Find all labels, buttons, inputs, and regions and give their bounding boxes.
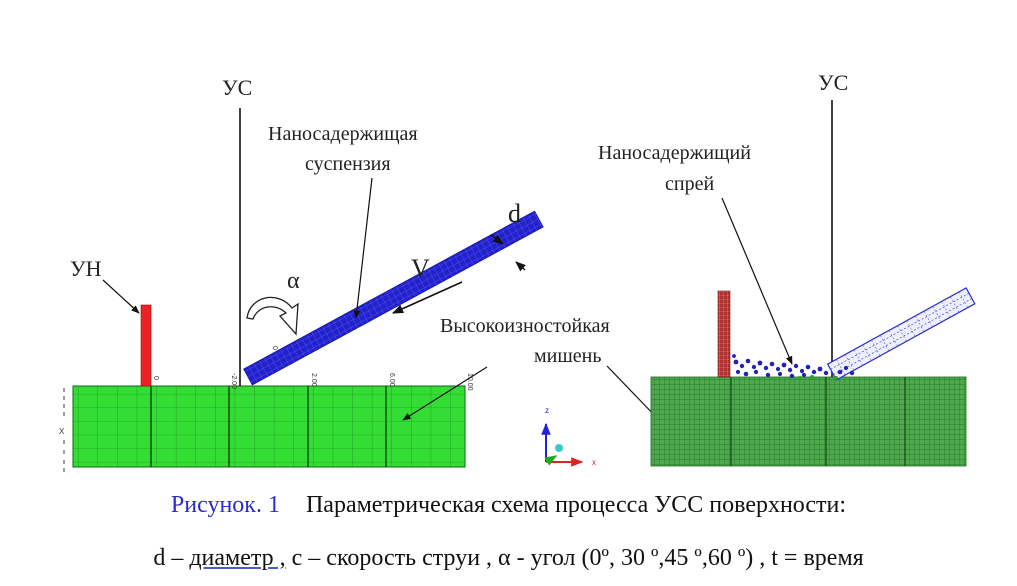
ruler-tick-label: 0 bbox=[271, 346, 278, 350]
rotation-arrow-icon bbox=[246, 296, 299, 336]
caption-parameters: с – скорость струи , α - угол (0º, 30 º,… bbox=[285, 545, 864, 571]
triad-y-axis bbox=[544, 455, 558, 466]
spray-green-particles bbox=[798, 375, 838, 380]
left-ruler: 0 -2.00 0 2.00 6.00 10.00 bbox=[152, 346, 473, 391]
un-pointer bbox=[102, 279, 140, 314]
parametric-scheme-diagram: 0 -2.00 0 2.00 6.00 10.00 X УС УН V d bbox=[59, 70, 976, 472]
ruler-tick-label: 6.00 bbox=[388, 373, 395, 387]
ruler-tick-label: -2.00 bbox=[230, 373, 237, 389]
left-target-thick-lines bbox=[150, 386, 387, 467]
spray-pointer bbox=[721, 197, 793, 365]
ruler-tick-label: 10.00 bbox=[466, 373, 473, 391]
spray-label-line1: Наносадержищий bbox=[598, 142, 751, 164]
left-us-label: УС bbox=[222, 75, 252, 100]
suspension-label-line1: Наносадержищая bbox=[268, 123, 418, 145]
un-label: УН bbox=[70, 256, 102, 281]
triad-z-label: z bbox=[545, 406, 549, 415]
nozzle-bar bbox=[140, 304, 152, 387]
triad-origin-dot bbox=[555, 444, 563, 452]
caption-d-prefix: d – bbox=[153, 545, 190, 571]
left-target-grid bbox=[73, 386, 465, 467]
coordinate-triad: z x bbox=[541, 406, 596, 467]
right-nozzle-column bbox=[717, 290, 731, 378]
alpha-label: α bbox=[287, 268, 300, 294]
right-target-thick-lines bbox=[730, 377, 906, 466]
left-panel: 0 -2.00 0 2.00 6.00 10.00 X УС УН V d bbox=[59, 75, 661, 472]
diameter-arrow-bottom bbox=[515, 261, 526, 272]
spray-label-line2: спрей bbox=[665, 173, 714, 195]
suspension-label-line2: суспензия bbox=[305, 153, 391, 175]
figure-caption-line2: d – диаметр , с – скорость струи , α - у… bbox=[0, 545, 1017, 572]
target-pointer-left bbox=[402, 366, 488, 421]
diameter-arrow-top bbox=[490, 234, 504, 245]
suspension-jet bbox=[243, 210, 544, 386]
ruler-tick-label: 2.00 bbox=[310, 373, 317, 387]
suspension-pointer bbox=[353, 177, 373, 319]
target-label-line1: Высокоизностойкая bbox=[440, 315, 610, 337]
figure-caption-line1: Рисунок. 1 Параметрическая схема процесса… bbox=[0, 492, 1017, 519]
velocity-arrow bbox=[391, 281, 463, 314]
target-label-line2: мишень bbox=[534, 345, 601, 367]
velocity-label: V bbox=[411, 254, 430, 283]
right-us-label: УС bbox=[818, 70, 848, 95]
right-panel: УС Наносадержищий спрей bbox=[598, 70, 976, 467]
diameter-label: d bbox=[508, 199, 521, 228]
caption-title: Параметрическая схема процесса УСС повер… bbox=[305, 492, 847, 518]
spray-particles bbox=[732, 354, 855, 379]
triad-x-label: x bbox=[592, 458, 596, 467]
right-jet bbox=[826, 287, 976, 381]
caption-diameter-word: диаметр , bbox=[189, 545, 286, 571]
right-target-block bbox=[650, 376, 967, 467]
axis-x-letter: X bbox=[59, 427, 65, 436]
ruler-tick-label: 0 bbox=[152, 376, 159, 380]
figure-number: Рисунок. 1 bbox=[170, 492, 280, 518]
